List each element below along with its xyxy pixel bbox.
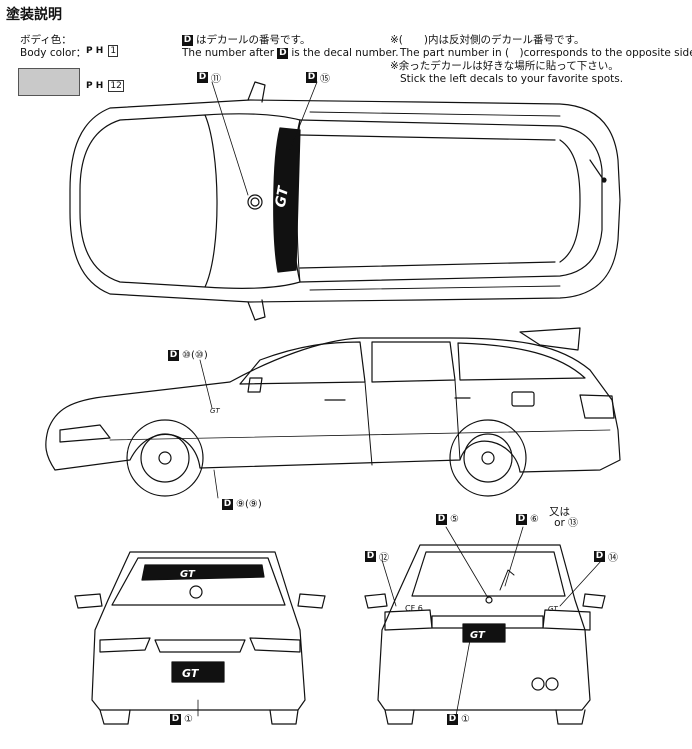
page-title: 塗装説明	[6, 7, 62, 23]
callout-rear-13: ⑬	[568, 514, 578, 529]
decal-d-icon: D	[447, 714, 458, 725]
callout-or-label: 又は or	[549, 507, 570, 529]
callout-rear-6-number: ⑥	[530, 514, 539, 525]
gt-rear-small-decal: GT	[548, 605, 558, 613]
callout-windshield-number: ⑮	[320, 74, 330, 85]
opposite-note-jp2: ※余ったデカールは好きな場所に貼って下さい。	[390, 60, 619, 72]
opposite-note-en1: The part number in ( )corresponds to the…	[400, 47, 692, 59]
callout-rear-bottom-number: ①	[461, 714, 470, 725]
decal-d-icon: D	[436, 514, 447, 525]
decal-d-icon: D	[222, 499, 233, 510]
decal-d-icon: D	[182, 34, 193, 46]
opposite-note-jp1: ※( )内は反対側のデカール番号です。	[390, 34, 585, 46]
callout-rear-14-number: ⑭	[608, 553, 618, 564]
gt-front-sunstrip: GT	[180, 569, 196, 580]
or-en: or	[554, 517, 565, 529]
gt-rear-plate: GT	[470, 630, 486, 641]
callout-rear-12-number: ⑫	[379, 553, 389, 564]
ph-label-2: P H	[86, 81, 104, 91]
gt-windshield-decal: GT	[273, 184, 293, 209]
decal-note-en-before: The number after	[182, 47, 275, 59]
decal-d-icon: D	[168, 350, 179, 361]
paint-code-swatch-box: 12	[108, 80, 124, 92]
decal-note-jp-text: はデカールの番号です。	[196, 34, 311, 46]
callout-rear-13-number: ⑬	[568, 518, 578, 529]
body-color-label-en: Body color：	[20, 47, 87, 59]
decal-d-icon: D	[277, 47, 289, 59]
paint-code-main: P H 1	[86, 38, 119, 57]
callout-side-lower-number: ⑨(⑨)	[236, 499, 262, 510]
decal-d-icon: D	[170, 714, 181, 725]
decal-d-icon: D	[516, 514, 527, 525]
paint-code-swatch: P H 12	[86, 73, 124, 92]
ph-label: P H	[86, 46, 104, 56]
decal-d-icon: D	[197, 72, 208, 83]
opposite-note-en2: Stick the left decals to your favorite s…	[400, 73, 624, 85]
cf6-rear-decal: CF 6	[405, 604, 423, 613]
gt-front-plate: GT	[182, 667, 200, 680]
callout-front-bottom-number: ①	[184, 714, 193, 725]
gt-side-decal: GT	[210, 407, 220, 415]
rear-view-car: GT CF 6 GT	[364, 544, 606, 725]
decal-note-en-after: is the decal number.	[291, 47, 399, 59]
callout-rear-5-number: ⑤	[450, 514, 459, 525]
decal-d-icon: D	[365, 551, 376, 562]
decal-d-icon: D	[594, 551, 605, 562]
paint-code-box: 1	[108, 45, 119, 57]
front-view-car: GT GT	[74, 551, 326, 725]
or-jp: 又は	[549, 506, 570, 518]
color-swatch	[18, 68, 80, 96]
side-view-car: GT	[45, 327, 621, 497]
callout-hood-number: ⑪	[211, 74, 221, 85]
body-color-label-jp: ボディ色：	[20, 34, 72, 46]
decal-d-icon: D	[306, 72, 317, 83]
top-view-car: GT	[69, 81, 621, 321]
callout-side-upper-number: ⑩(⑩)	[182, 350, 208, 361]
